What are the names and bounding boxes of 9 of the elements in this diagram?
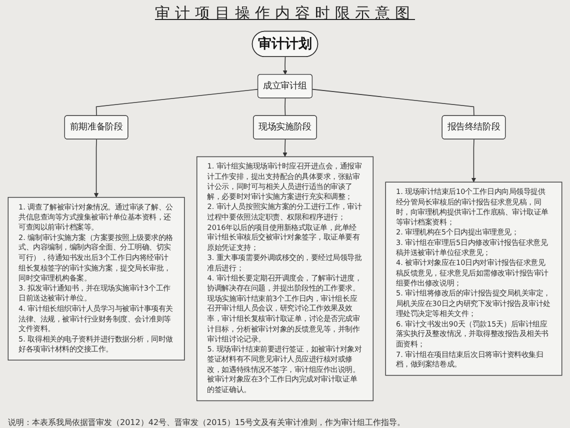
arrow [471, 138, 476, 182]
connector [96, 88, 258, 116]
diagram-title: 审计项目操作内容时限示意图 [155, 4, 415, 22]
arrow [282, 56, 288, 75]
connector [312, 88, 474, 116]
arrow [282, 138, 288, 157]
arrow [94, 138, 99, 198]
connector [284, 98, 286, 116]
footnote: 说明：本表系我局依据晋审发（2012）42号、晋审发（2015）15号文及有关审计准则，作为审计组工作指导。 [8, 418, 406, 427]
